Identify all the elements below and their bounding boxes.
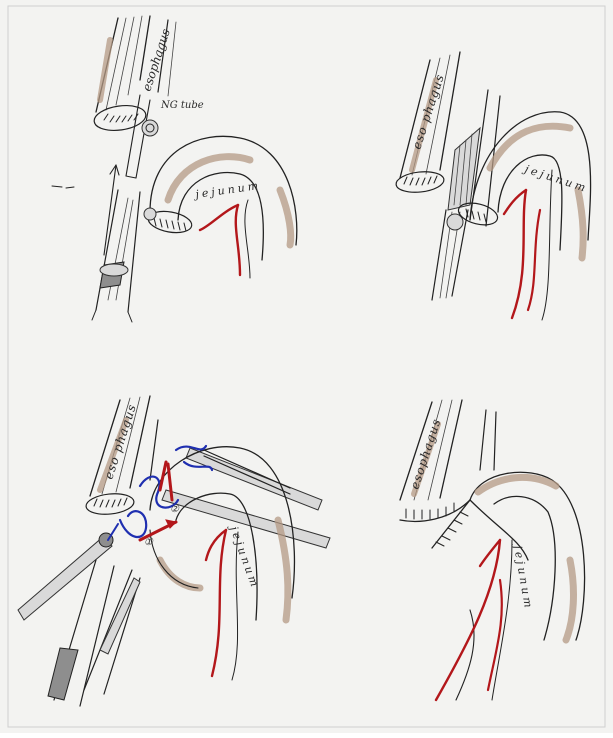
label-ng-tube: NG tube — [160, 100, 204, 111]
marker-1: ① — [144, 537, 154, 548]
marker-2: ② — [170, 504, 180, 515]
